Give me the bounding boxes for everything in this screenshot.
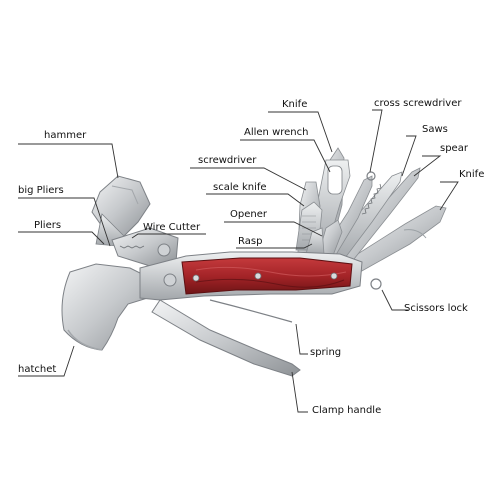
label-spear: spear xyxy=(440,143,468,154)
clamp-handle xyxy=(151,299,301,377)
label-spring: spring xyxy=(310,347,342,358)
label-clamp-handle: Clamp handle xyxy=(312,405,382,416)
saw-blade xyxy=(327,171,403,263)
label-pliers: Pliers xyxy=(34,220,62,231)
scissors-lock-ring xyxy=(370,278,382,290)
label-knife-right: Knife xyxy=(459,169,485,180)
label-wire-cutter: Wire Cutter xyxy=(143,222,201,233)
label-scissors-lock: Scissors lock xyxy=(404,303,468,314)
hatchet-head xyxy=(61,263,155,351)
pliers-jaws xyxy=(111,227,179,267)
label-opener: Opener xyxy=(230,209,267,220)
label-hatchet: hatchet xyxy=(18,364,57,375)
leader-lines xyxy=(18,109,459,413)
label-allen-wrench: Allen wrench xyxy=(244,127,309,138)
label-knife-top: Knife xyxy=(282,99,308,110)
label-big-pliers: big Pliers xyxy=(18,185,64,196)
label-screwdriver: screwdriver xyxy=(198,155,257,166)
label-cross-screwdriver: cross screwdriver xyxy=(374,98,462,109)
label-saws: Saws xyxy=(422,124,448,135)
label-rasp: Rasp xyxy=(238,236,263,247)
label-scale-knife: scale knife xyxy=(213,182,267,193)
wooden-handle xyxy=(139,251,363,301)
label-hammer: hammer xyxy=(44,130,87,141)
spring-wire xyxy=(209,299,293,323)
knife-right-blade xyxy=(344,205,447,273)
